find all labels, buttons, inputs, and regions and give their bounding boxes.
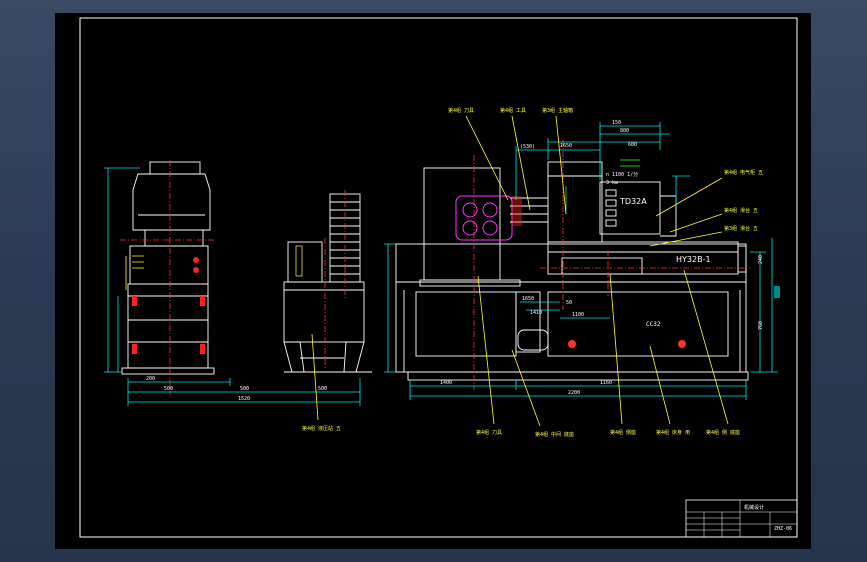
dim-500-a: 500 (164, 386, 173, 392)
top-callouts: 第4组 刀具 第4组 工具 第3组 主轴箱 (448, 107, 573, 215)
leader-hydraulic (311, 333, 319, 421)
callout-top-3: 第3组 主轴箱 (542, 107, 573, 114)
callout-hydraulic: 第4组 液压站 五 (302, 425, 341, 432)
title-drawing-no: ZHZ-06 (774, 526, 792, 532)
callout-bottom-1: 第4组 刀具 (476, 429, 502, 436)
dim-240: 240 (758, 255, 764, 264)
front-view-machine: TD32A HY32B-1 CC32 240 760 140 (384, 120, 780, 400)
bottom-callouts: 第4组 刀具 第4组 中间 底座 第4组 侧座 第4组 床身 用 第4组 侧 底… (476, 269, 740, 438)
dim-500-c: 500 (318, 386, 327, 392)
dim-200: 200 (146, 376, 155, 382)
dim-1520: 1520 (238, 396, 250, 402)
dim-600: 600 (628, 142, 637, 148)
dim-150: 150 (612, 120, 621, 126)
dim-50: 50 (566, 300, 572, 306)
label-cc32: CC32 (646, 321, 661, 328)
inner-frame (79, 17, 798, 538)
callout-bottom-2: 第4组 中间 底座 (535, 431, 574, 438)
title-block: 机械设计 ZHZ-06 (685, 499, 798, 538)
callout-right-1: 第4组 电气柜 五 (724, 169, 763, 176)
callout-bottom-4: 第4组 床身 用 (656, 429, 690, 436)
dim-800: 800 (620, 128, 629, 134)
callout-right-2: 第4组 滑台 五 (724, 207, 758, 214)
dim-500-b: 500 (240, 386, 249, 392)
title-company: 机械设计 (744, 504, 764, 511)
label-hy32b: HY32B-1 (676, 255, 711, 264)
callout-top-2: 第4组 工具 (500, 107, 526, 114)
callout-bottom-5: 第4组 侧 底座 (706, 429, 740, 436)
side-view-machine: 200 500 500 500 1520 (104, 160, 361, 406)
dim-530: (530) (520, 144, 535, 150)
spec-line-1: n 1100 1/分 (606, 171, 638, 178)
right-callouts: 第4组 电气柜 五 第4组 滑台 五 第3组 滑台 五 (649, 169, 763, 247)
dim-1160: 1160 (600, 380, 612, 386)
callout-bottom-3: 第4组 侧座 (610, 429, 636, 436)
dim-2200: 2200 (568, 390, 580, 396)
label-td32a: TD32A (619, 197, 647, 206)
hydraulic-station (283, 190, 372, 373)
dim-760: 760 (758, 321, 764, 330)
drawing-sheet (55, 13, 811, 549)
multi-spindle-head (455, 195, 513, 241)
callout-top-1: 第4组 刀具 (448, 107, 474, 114)
dim-1650-top: 1650 (560, 143, 572, 149)
dim-1100: 1100 (572, 312, 584, 318)
dim-1400: 1400 (440, 380, 452, 386)
spec-line-2: 3 kw (606, 180, 619, 186)
dim-1410: 1410 (530, 310, 542, 316)
dim-1650: 1650 (522, 296, 534, 302)
callout-right-3: 第3组 滑台 五 (724, 225, 758, 232)
